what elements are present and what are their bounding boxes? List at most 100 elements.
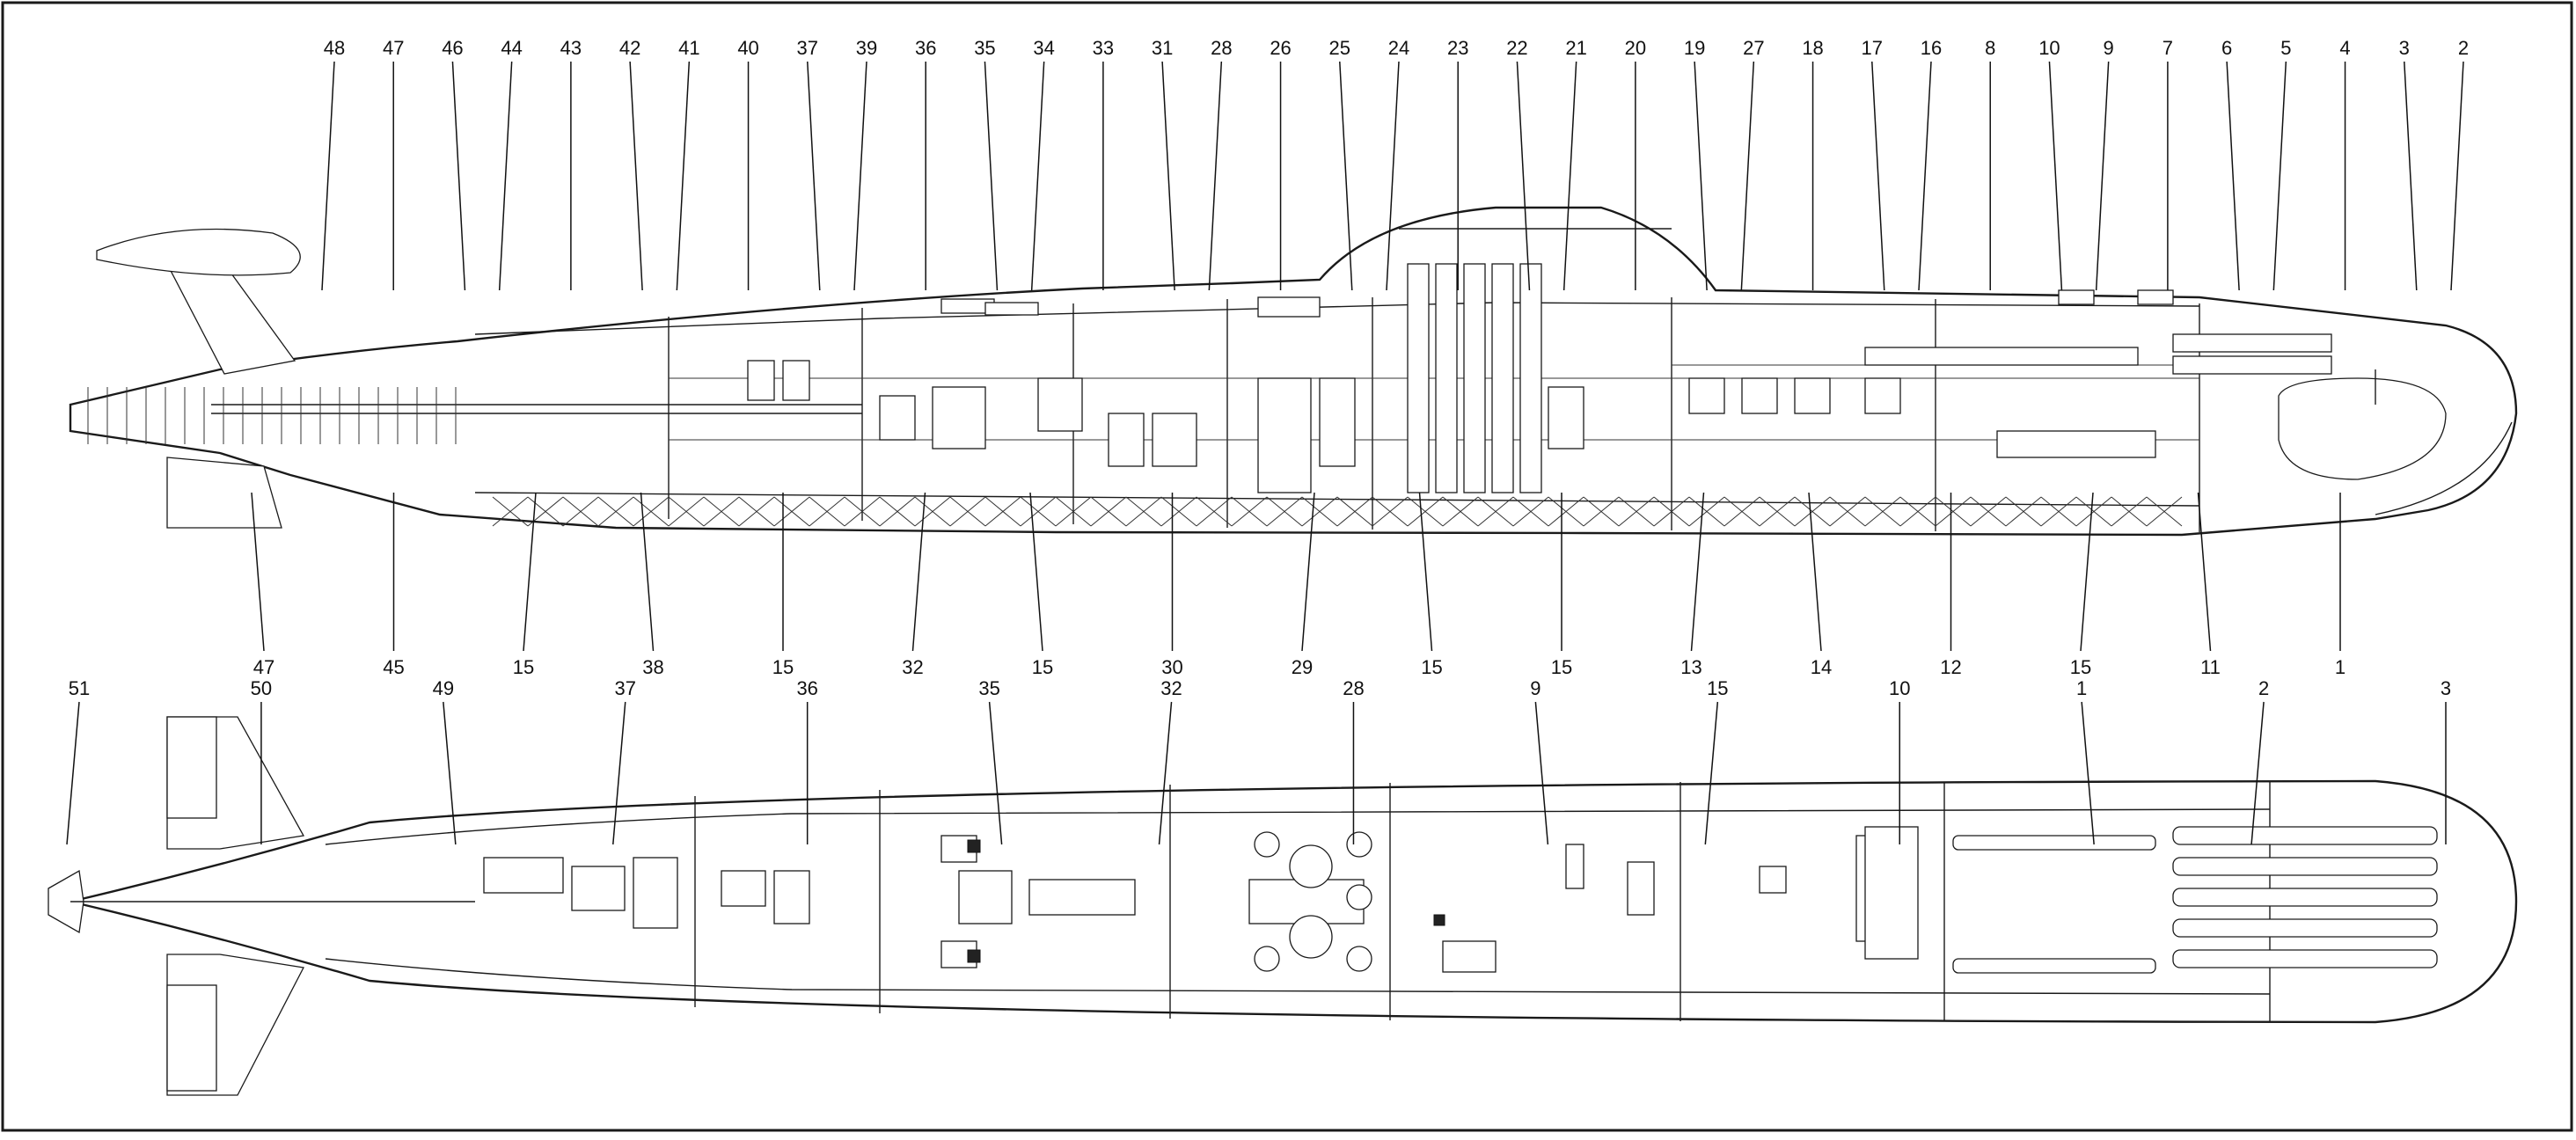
side-upper-callout-21: 21 — [1565, 37, 1586, 59]
plan-callout-37: 37 — [615, 677, 636, 699]
side-upper-leader-15 — [1208, 61, 1223, 291]
plan-callout-49: 49 — [433, 677, 454, 699]
side-lower-leader-15 — [2197, 492, 2212, 652]
side-upper-callout-4: 4 — [2339, 37, 2350, 59]
upper-fin-panel — [166, 716, 217, 819]
bow-sonar-room — [2172, 333, 2447, 480]
side-upper-callout-6: 6 — [2221, 37, 2232, 59]
plan-callout-1: 1 — [2076, 677, 2087, 699]
side-upper-callout-41: 41 — [678, 37, 699, 59]
side-upper-leader-14 — [1161, 61, 1175, 291]
side-upper-callout-3: 3 — [2399, 37, 2410, 59]
side-upper-leader-23 — [1694, 61, 1708, 291]
side-upper-callout-31: 31 — [1152, 37, 1173, 59]
upper-rudder — [165, 263, 296, 375]
plan-leader-2 — [443, 701, 457, 845]
side-upper-leader-3 — [498, 61, 513, 291]
propeller — [48, 869, 84, 934]
side-upper-leader-2 — [451, 61, 466, 291]
side-upper-leader-11 — [984, 61, 999, 291]
side-upper-leader-17 — [1339, 61, 1353, 291]
ballast-tank-band — [492, 496, 2183, 527]
side-lower-callout-15: 15 — [1421, 656, 1442, 678]
side-equipment — [747, 263, 2174, 493]
side-upper-leader-36 — [2450, 61, 2464, 291]
side-upper-leader-5 — [629, 61, 643, 291]
side-upper-leader-18 — [1386, 61, 1400, 291]
side-upper-callout-24: 24 — [1388, 37, 1409, 59]
side-lower-leader-2 — [523, 492, 537, 652]
plan-leader-5 — [988, 701, 1003, 845]
side-upper-leader-24 — [1740, 61, 1755, 291]
side-upper-callout-43: 43 — [560, 37, 582, 59]
side-lower-callout-11: 11 — [2200, 656, 2221, 678]
side-upper-leader-20 — [1516, 61, 1531, 291]
side-lower-leader-3 — [640, 492, 655, 652]
side-upper-callout-27: 27 — [1743, 37, 1764, 59]
towed-array-pod — [96, 228, 301, 276]
side-upper-leader-9 — [853, 61, 867, 291]
plan-callout-35: 35 — [978, 677, 999, 699]
side-lower-callout-15: 15 — [1551, 656, 1572, 678]
side-upper-leader-8 — [807, 61, 821, 291]
side-lower-leader-5 — [911, 492, 926, 652]
side-upper-leader-26 — [1871, 61, 1885, 291]
side-lower-callout-15: 15 — [2070, 656, 2091, 678]
plan-callout-51: 51 — [69, 677, 90, 699]
side-lower-callout-13: 13 — [1680, 656, 1701, 678]
side-lower-leader-11 — [1690, 492, 1705, 652]
side-upper-callout-33: 33 — [1093, 37, 1114, 59]
side-lower-callout-30: 30 — [1161, 656, 1182, 678]
side-lower-leader-8 — [1301, 492, 1315, 652]
plan-pressure-hull — [325, 808, 2271, 995]
longitudinal-section-view — [69, 206, 2518, 537]
side-hull-outline — [69, 206, 2518, 537]
side-upper-leader-35 — [2404, 61, 2418, 291]
side-lower-callout-15: 15 — [772, 656, 794, 678]
side-upper-callout-44: 44 — [501, 37, 522, 59]
side-upper-leader-0 — [321, 61, 335, 291]
side-upper-callout-47: 47 — [383, 37, 404, 59]
side-upper-callout-40: 40 — [737, 37, 758, 59]
side-upper-callout-18: 18 — [1802, 37, 1823, 59]
reactor-compartment — [1254, 831, 1372, 972]
side-upper-callout-26: 26 — [1270, 37, 1291, 59]
side-lower-leader-9 — [1418, 492, 1433, 652]
plan-leader-0 — [66, 701, 80, 845]
plan-leader-9 — [1704, 701, 1719, 845]
side-lower-callout-15: 15 — [513, 656, 534, 678]
plan-leader-8 — [1534, 701, 1549, 845]
side-keel-line — [474, 492, 2200, 507]
side-upper-callout-10: 10 — [2038, 37, 2060, 59]
side-lower-callout-1: 1 — [2335, 656, 2345, 678]
side-upper-callout-46: 46 — [442, 37, 463, 59]
side-upper-leader-32 — [2226, 61, 2240, 291]
side-upper-callout-28: 28 — [1211, 37, 1232, 59]
side-lower-callout-45: 45 — [383, 656, 404, 678]
side-upper-leader-27 — [1918, 61, 1932, 291]
plan-leader-12 — [2250, 701, 2265, 845]
plan-section-view — [48, 716, 2518, 1096]
side-lower-callout-14: 14 — [1811, 656, 1832, 678]
stern-frame-lines — [87, 387, 457, 444]
side-upper-callout-37: 37 — [797, 37, 818, 59]
plan-callout-32: 32 — [1160, 677, 1182, 699]
plan-callout-10: 10 — [1889, 677, 1910, 699]
side-lower-leader-0 — [251, 492, 265, 652]
side-upper-leader-6 — [676, 61, 691, 291]
side-upper-callout-9: 9 — [2104, 37, 2114, 59]
side-upper-callout-23: 23 — [1447, 37, 1468, 59]
plan-callout-3: 3 — [2441, 677, 2451, 699]
side-upper-callout-42: 42 — [619, 37, 640, 59]
plan-callout-36: 36 — [796, 677, 817, 699]
plan-callout-9: 9 — [1530, 677, 1540, 699]
side-lower-leader-12 — [1808, 492, 1822, 652]
side-deck-line — [474, 302, 2200, 335]
plan-callout-2: 2 — [2258, 677, 2269, 699]
side-upper-leader-12 — [1030, 61, 1045, 291]
lower-fin-panel — [166, 984, 217, 1092]
plan-callout-15: 15 — [1707, 677, 1728, 699]
